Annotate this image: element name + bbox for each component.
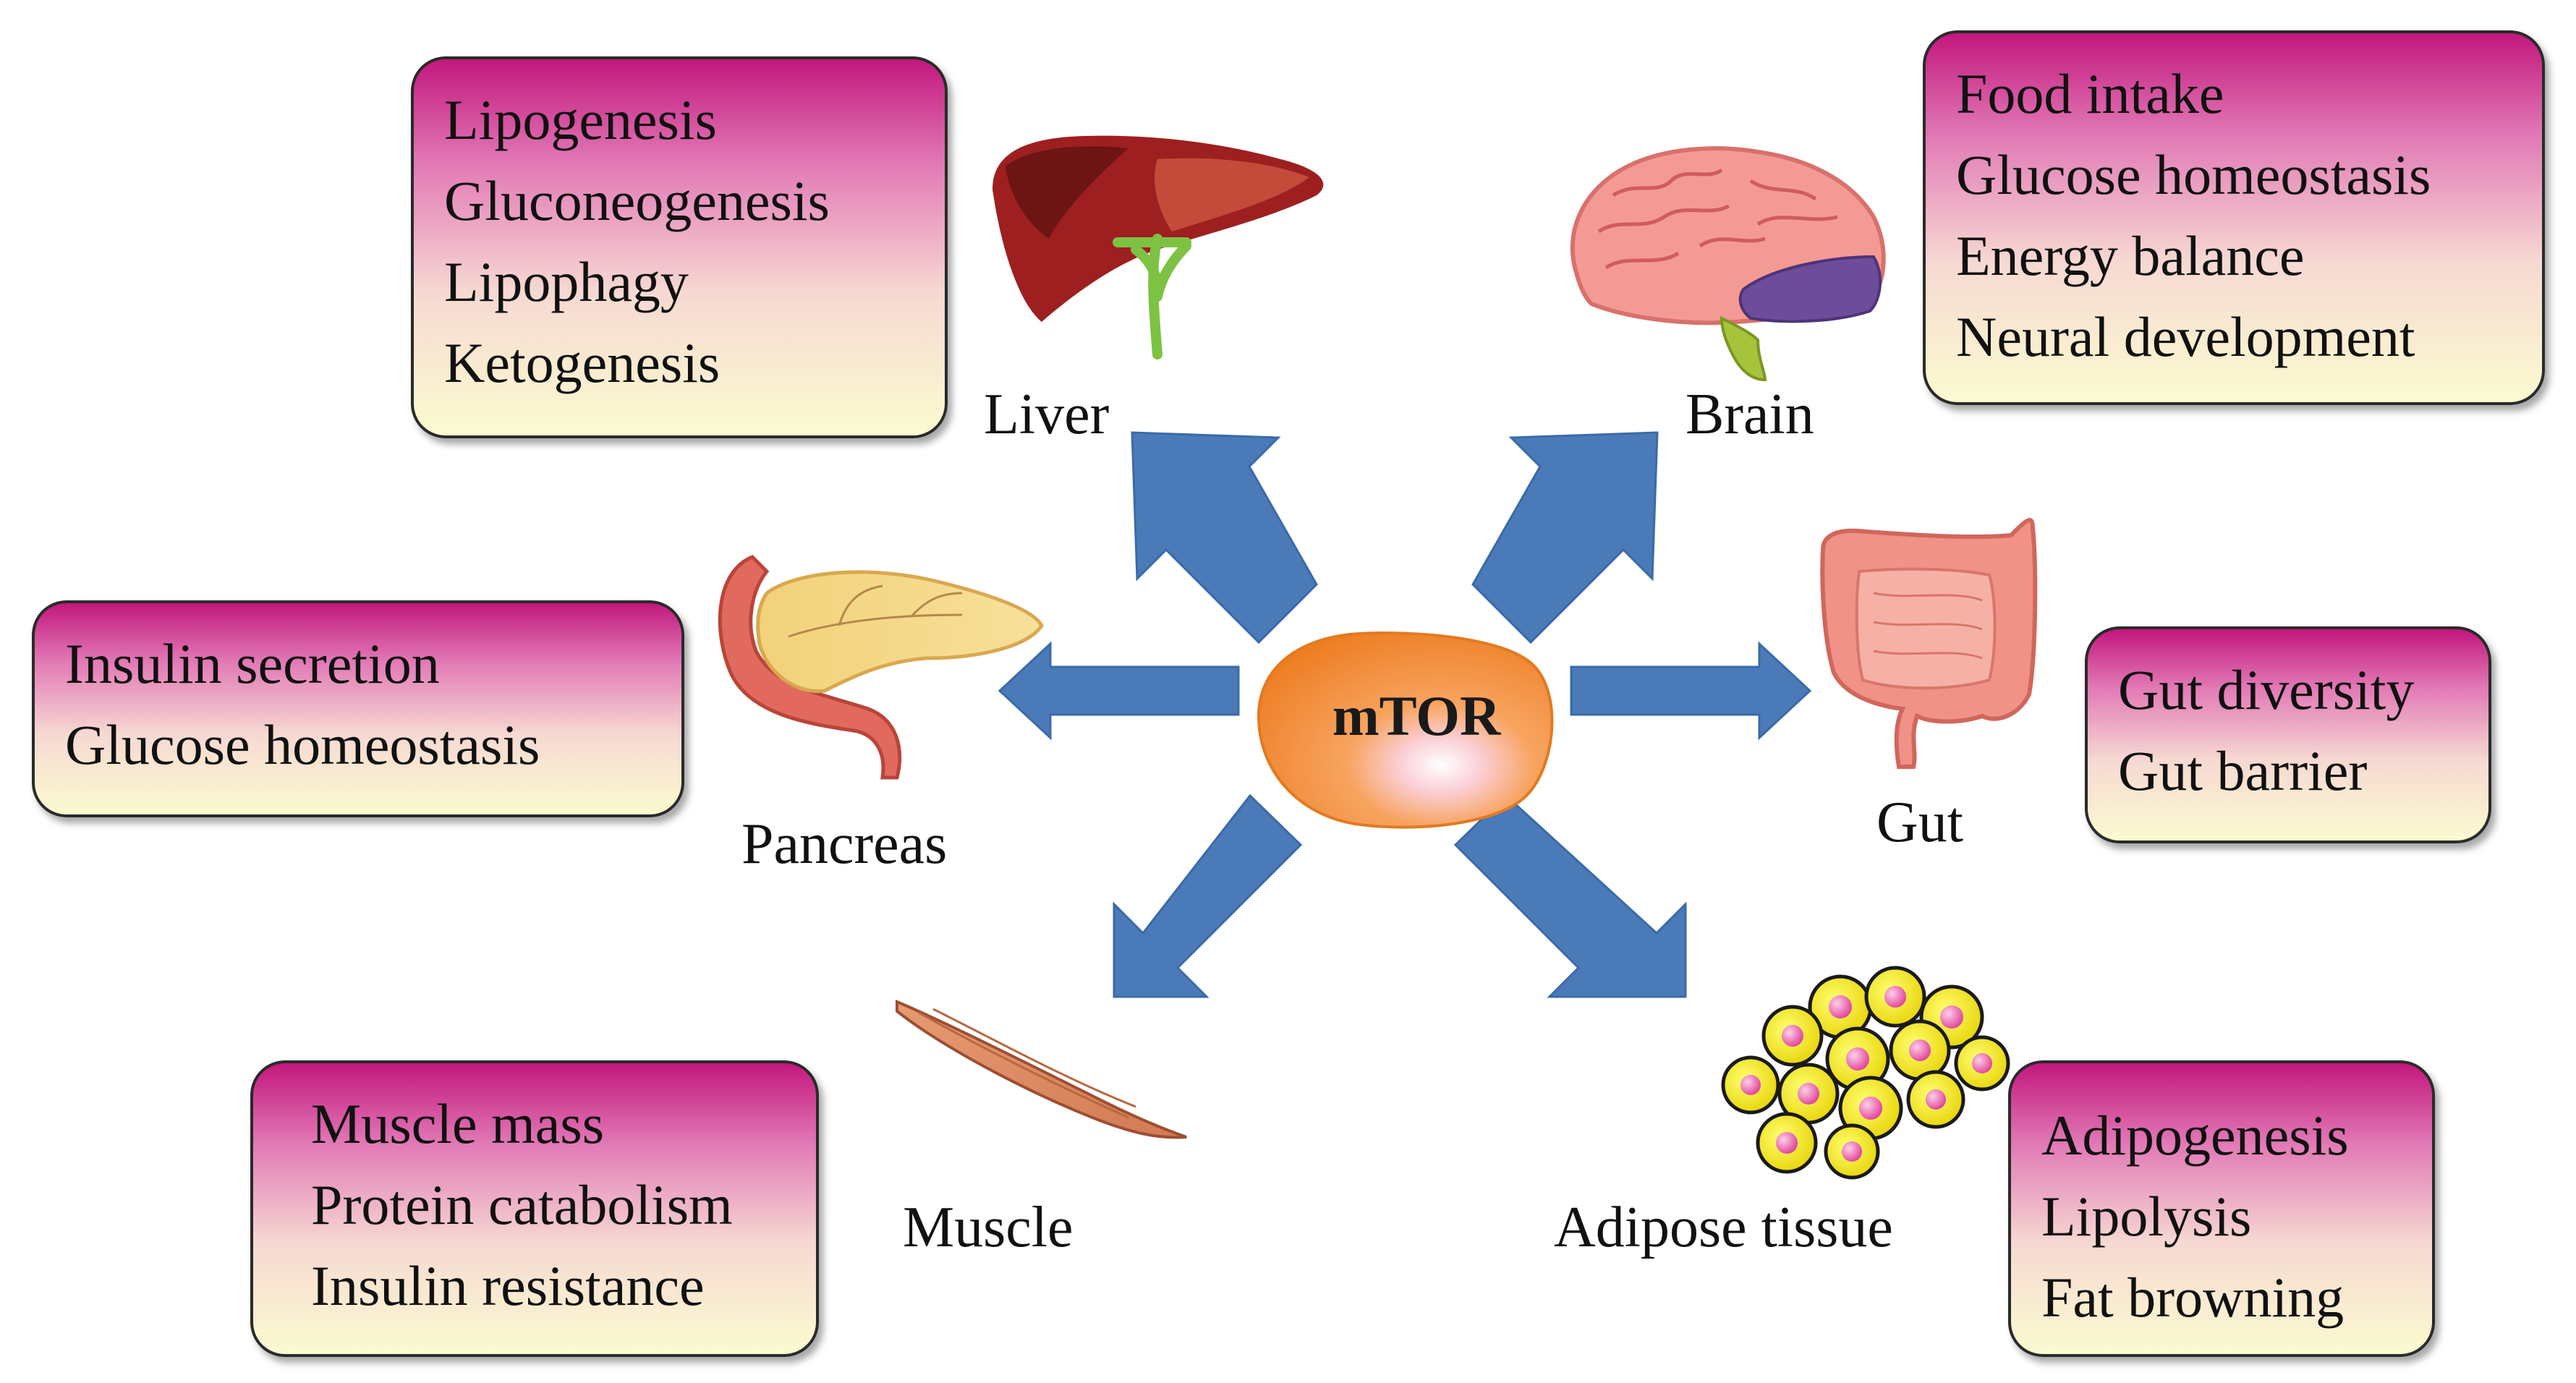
function-item: Gluconeogenesis <box>444 169 830 232</box>
pancreas-functions-box: Insulin secretion Glucose homeostasis <box>32 600 684 817</box>
function-item: Lipogenesis <box>444 88 717 151</box>
gut-functions-box: Gut diversity Gut barrier <box>2085 626 2491 843</box>
function-item: Insulin resistance <box>311 1254 705 1317</box>
function-item: Lipophagy <box>444 250 689 313</box>
arrows <box>998 431 1812 998</box>
organ-label-adipose: Adipose tissue <box>1554 1196 1893 1259</box>
organ-label-muscle: Muscle <box>903 1196 1074 1259</box>
function-item: Fat browning <box>2041 1266 2345 1329</box>
function-item: Insulin secretion <box>65 632 440 695</box>
function-item: Muscle mass <box>311 1092 605 1155</box>
arrow-to-brain <box>1471 431 1659 644</box>
function-item: Neural development <box>1956 305 2415 368</box>
muscle-functions-box: Muscle mass Protein catabolism Insulin r… <box>250 1060 819 1357</box>
arrow-to-muscle <box>1113 793 1303 998</box>
function-item: Energy balance <box>1956 224 2305 287</box>
function-item: Gut barrier <box>2118 739 2368 802</box>
arrow-to-pancreas <box>998 641 1240 741</box>
brain-functions-box: Food intake Glucose homeostasis Energy b… <box>1923 30 2545 405</box>
organ-label-brain: Brain <box>1686 383 1814 446</box>
adipose-functions-box: Adipogenesis Lipolysis Fat browning <box>2008 1060 2435 1357</box>
liver-functions-box: Lipogenesis Gluconeogenesis Lipophagy Ke… <box>411 56 948 438</box>
function-item: Gut diversity <box>2118 658 2415 721</box>
organ-label-pancreas: Pancreas <box>741 812 948 876</box>
pancreas-icon <box>718 555 1044 780</box>
arrow-to-gut <box>1570 641 1812 741</box>
arrow-to-adipose <box>1453 793 1687 998</box>
muscle-icon <box>896 999 1187 1139</box>
function-item: Protein catabolism <box>311 1173 733 1236</box>
mtor-hub <box>1257 631 1554 829</box>
function-item: Adipogenesis <box>2041 1104 2349 1167</box>
function-item: Ketogenesis <box>444 331 720 394</box>
organ-label-liver: Liver <box>984 383 1110 446</box>
brain-icon <box>1570 146 1886 382</box>
function-item: Glucose homeostasis <box>1956 143 2431 206</box>
mtor-label: mTOR <box>1332 684 1501 747</box>
arrow-to-liver <box>1131 431 1318 644</box>
function-item: Food intake <box>1956 62 2224 125</box>
liver-icon <box>992 135 1324 359</box>
adipose-tissue-icon <box>1721 966 2010 1180</box>
organ-label-gut: Gut <box>1876 791 1963 854</box>
function-item: Lipolysis <box>2041 1185 2252 1248</box>
gut-icon <box>1820 518 2038 769</box>
function-item: Glucose homeostasis <box>65 713 540 776</box>
